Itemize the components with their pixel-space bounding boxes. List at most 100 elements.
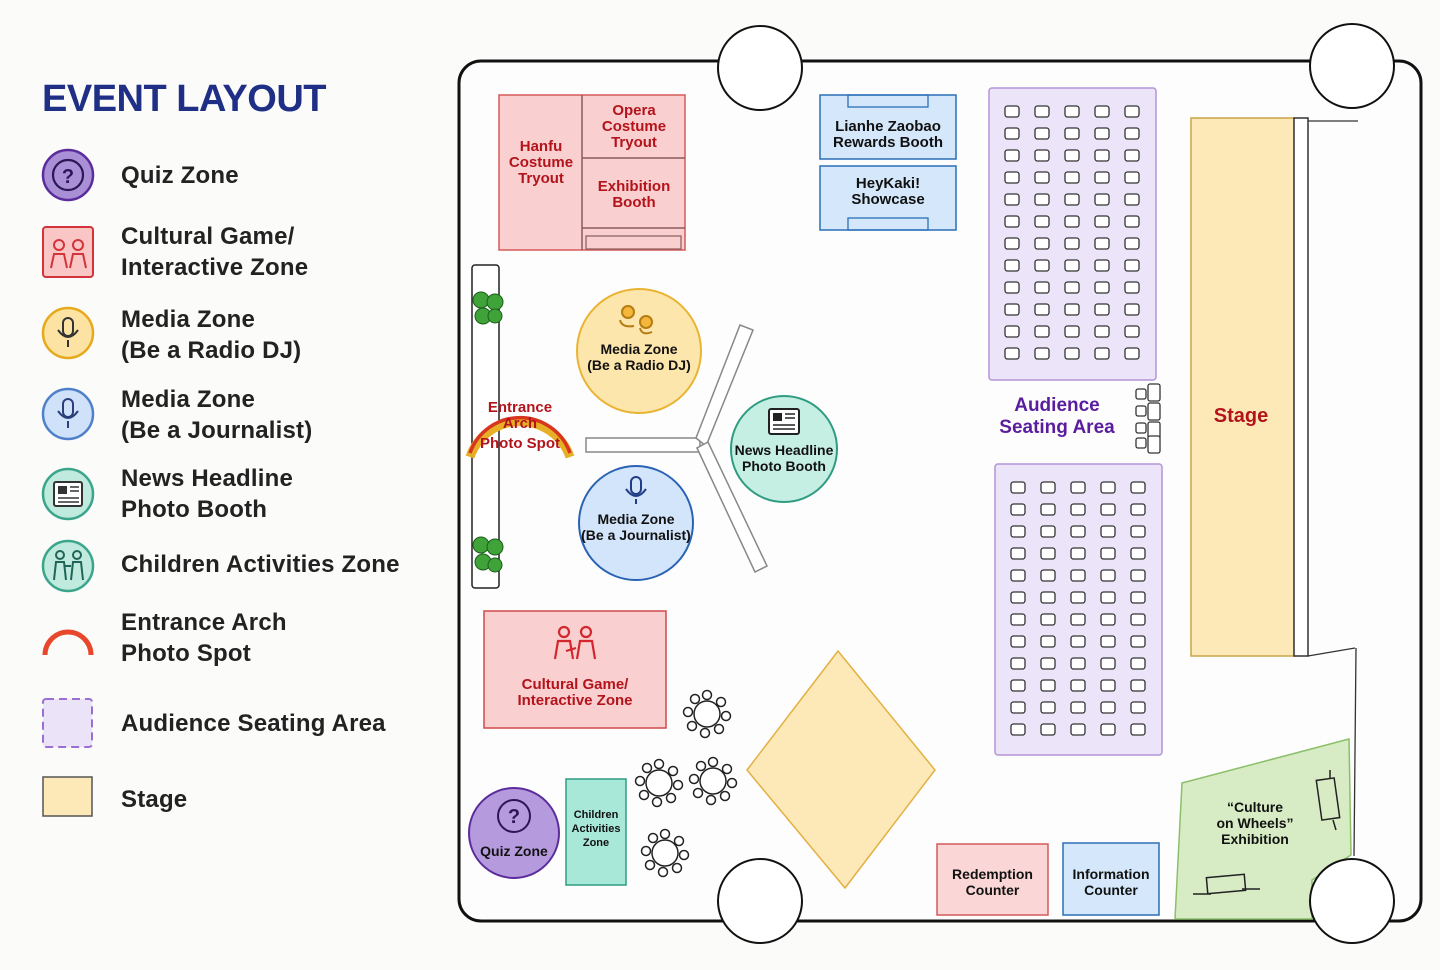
seat <box>1130 613 1146 626</box>
legend-seating: Audience Seating Area <box>121 710 386 737</box>
microphone-icon <box>625 476 647 504</box>
seat <box>1064 193 1080 206</box>
seat <box>1064 281 1080 294</box>
seat <box>1094 303 1110 316</box>
seat <box>1124 259 1140 272</box>
seat <box>1124 303 1140 316</box>
seat <box>1124 237 1140 250</box>
seat <box>1034 127 1050 140</box>
seat <box>1094 281 1110 294</box>
seat <box>1070 591 1086 604</box>
seat <box>1124 171 1140 184</box>
seat <box>1070 657 1086 670</box>
people-game-icon <box>553 625 597 660</box>
seat <box>1070 481 1086 494</box>
seats-bottom <box>1010 481 1146 736</box>
exhibition-stands <box>1193 770 1341 895</box>
seat <box>1034 149 1050 162</box>
question-icon: ? <box>41 148 95 202</box>
seat <box>1034 215 1050 228</box>
seat <box>1010 723 1026 736</box>
dashed-square-icon <box>42 698 93 748</box>
legend-title: EVENT LAYOUT <box>42 78 326 120</box>
seat <box>1070 701 1086 714</box>
seat <box>1094 325 1110 338</box>
seats-top <box>1004 105 1140 360</box>
seat <box>1004 303 1020 316</box>
seat <box>1070 547 1086 560</box>
children-icon <box>41 539 95 593</box>
seat <box>1034 171 1050 184</box>
seat <box>1124 215 1140 228</box>
seat <box>1010 525 1026 538</box>
seat <box>1040 591 1056 604</box>
seat <box>1010 569 1026 582</box>
seat <box>1100 679 1116 692</box>
seat <box>1004 193 1020 206</box>
seat <box>1130 525 1146 538</box>
seat <box>1040 657 1056 670</box>
seat <box>1094 127 1110 140</box>
seat <box>1100 635 1116 648</box>
svg-text:?: ? <box>62 166 74 188</box>
seat <box>1034 259 1050 272</box>
seat <box>1094 259 1110 272</box>
newspaper-icon <box>41 467 95 521</box>
seat <box>1070 569 1086 582</box>
seat <box>1010 503 1026 516</box>
plant-icon <box>472 291 504 325</box>
seat <box>1040 525 1056 538</box>
seat <box>1064 127 1080 140</box>
seat <box>1040 481 1056 494</box>
seat <box>1034 105 1050 118</box>
headphones-icon <box>619 305 653 335</box>
seat <box>1034 193 1050 206</box>
seat <box>1100 591 1116 604</box>
microphone-icon <box>41 387 95 441</box>
seat <box>1010 701 1026 714</box>
seat <box>1124 281 1140 294</box>
seat <box>1004 127 1020 140</box>
seat <box>1034 303 1050 316</box>
seat <box>1010 481 1026 494</box>
seat <box>1100 503 1116 516</box>
side-seats <box>1135 383 1161 454</box>
legend-journalist: Media Zone(Be a Journalist) <box>121 386 313 444</box>
stage-label: Stage <box>1213 405 1269 427</box>
seat <box>1034 281 1050 294</box>
seat <box>1094 105 1110 118</box>
seat <box>1040 613 1056 626</box>
seat <box>1004 259 1020 272</box>
seat <box>1064 259 1080 272</box>
people-game-icon <box>42 226 94 278</box>
seat <box>1100 547 1116 560</box>
seat <box>1100 569 1116 582</box>
seat <box>1004 347 1020 360</box>
seat <box>1124 347 1140 360</box>
legend-radio-dj: Media Zone(Be a Radio DJ) <box>121 306 302 364</box>
seat <box>1094 193 1110 206</box>
seat <box>1034 237 1050 250</box>
seat <box>1070 525 1086 538</box>
seat <box>1124 105 1140 118</box>
seat <box>1124 149 1140 162</box>
seat <box>1034 347 1050 360</box>
legend-quiz: Quiz Zone <box>121 162 239 189</box>
seat <box>1130 503 1146 516</box>
seat <box>1094 347 1110 360</box>
seat <box>1130 569 1146 582</box>
seat <box>1064 237 1080 250</box>
seat <box>1130 701 1146 714</box>
seat <box>1040 635 1056 648</box>
seat <box>1040 679 1056 692</box>
